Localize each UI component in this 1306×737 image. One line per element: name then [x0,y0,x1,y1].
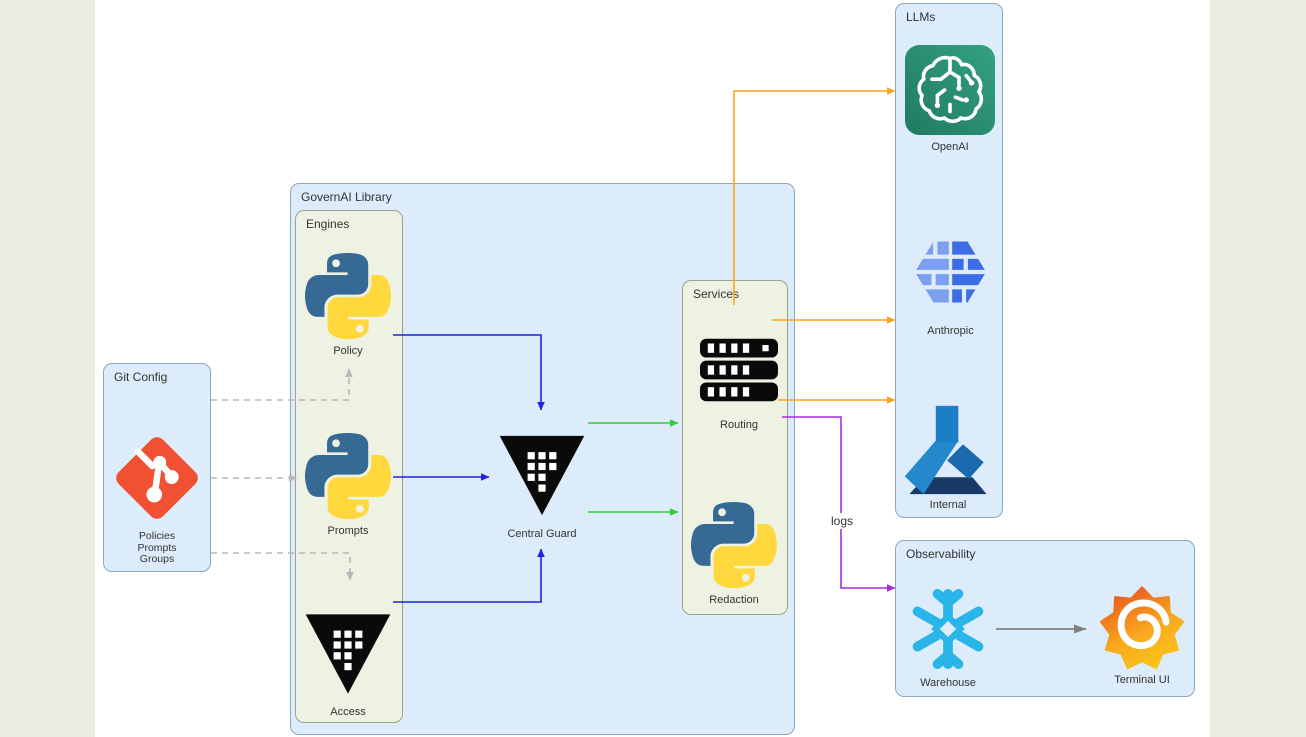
node-warehouse-label: Warehouse [920,677,976,689]
node-routing: Routing [700,330,778,431]
node-central-guard-label: Central Guard [507,528,577,540]
node-internal: Internal [901,403,995,511]
node-prompts-label: Prompts [327,525,369,537]
openai-brain-icon [905,45,995,135]
grafana-icon [1100,586,1184,670]
python-icon [305,433,391,519]
snowflake-icon [912,588,984,670]
node-policy: Policy [304,253,392,357]
node-terminal-ui-label: Terminal UI [1114,674,1170,686]
node-routing-label: Routing [720,419,758,431]
container-governai-library-label: GovernAI Library [301,190,392,204]
node-prompts: Prompts [304,433,392,537]
vault-keypad-icon [499,435,585,516]
container-observability-label: Observability [906,547,976,561]
container-engines-label: Engines [306,217,350,231]
node-internal-label: Internal [929,499,967,511]
git-note: Policies Prompts Groups [103,530,211,566]
node-git [111,432,203,524]
internal-triangle-icon [904,405,987,495]
node-redaction-label: Redaction [709,594,759,606]
node-terminal-ui: Terminal UI [1099,585,1185,686]
git-note-line: Policies [138,530,176,542]
anthropic-brain-icon [911,241,990,303]
node-access-label: Access [330,706,366,718]
node-redaction: Redaction [690,502,778,606]
node-openai: OpenAI [905,45,995,153]
git-note-line: Groups [139,553,175,565]
python-icon [691,502,777,588]
python-icon [305,253,391,339]
git-icon [116,437,198,519]
container-git-config-label: Git Config [114,370,168,384]
container-services-label: Services [693,287,740,301]
node-openai-label: OpenAI [931,141,969,153]
server-rack-icon [700,338,778,402]
node-access: Access [303,611,393,718]
edge-logs-label: logs [820,513,864,529]
vault-keypad-icon [305,614,391,694]
node-policy-label: Policy [333,345,363,357]
git-note-line: Prompts [137,541,177,554]
node-warehouse: Warehouse [904,584,992,689]
container-llms-label: LLMs [906,10,936,24]
node-anthropic-label: Anthropic [927,325,974,337]
node-central-guard: Central Guard [497,432,587,540]
node-anthropic: Anthropic [908,233,993,337]
